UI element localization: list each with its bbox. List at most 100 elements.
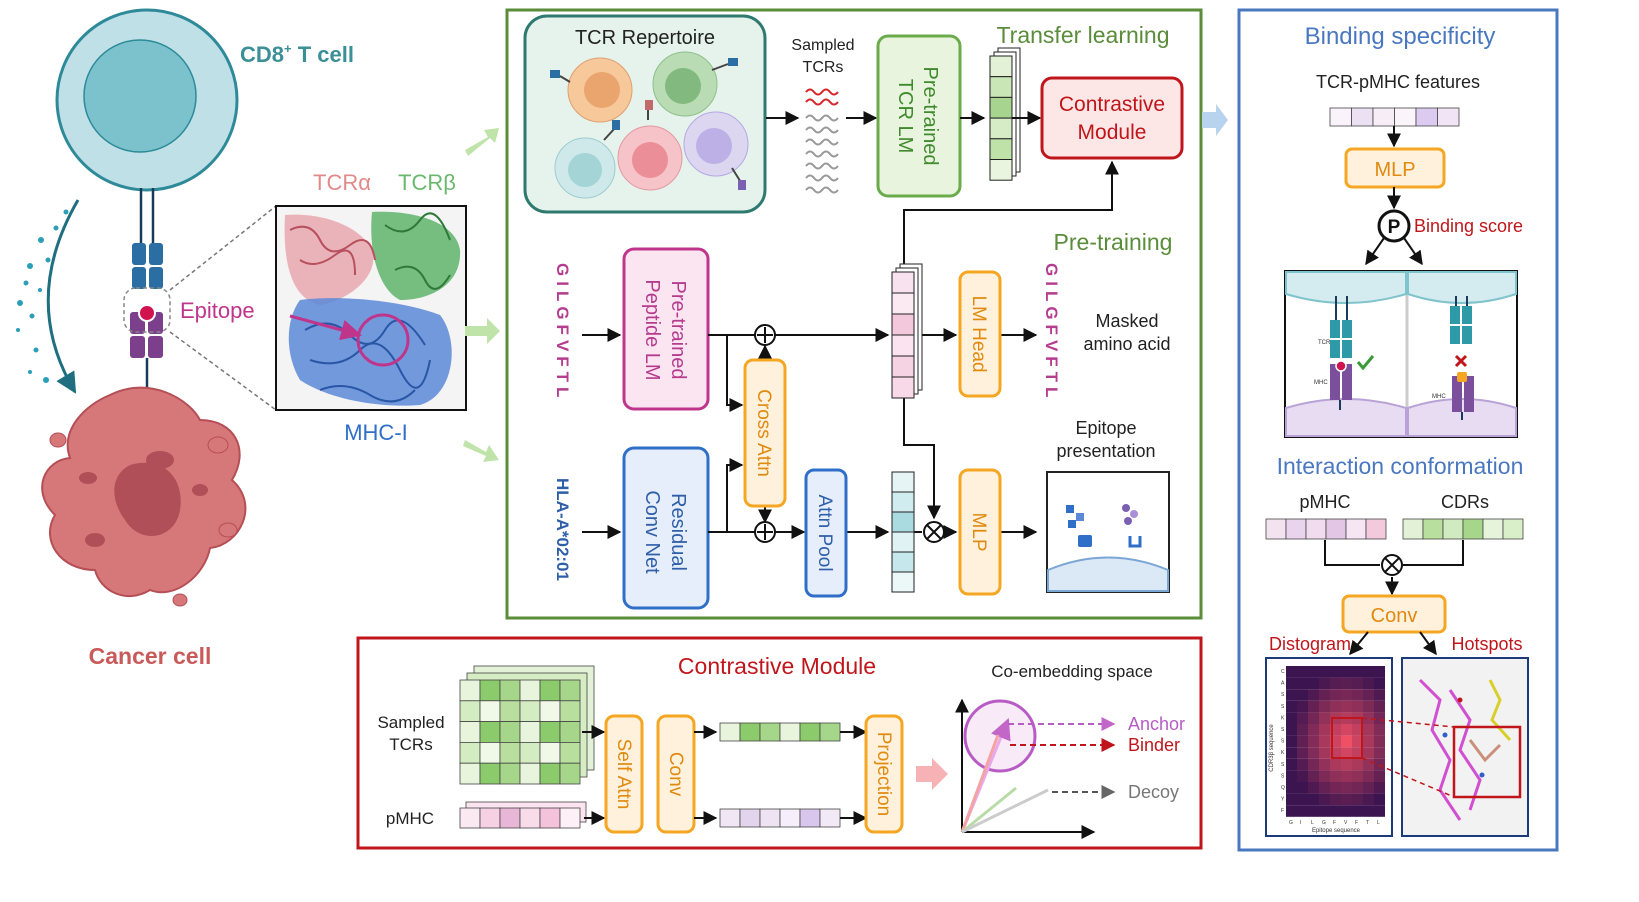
distogram-cell (1330, 782, 1341, 794)
cytokine-dots (16, 209, 69, 383)
add-symbols (754, 324, 945, 543)
projection-box: Projection (864, 714, 904, 834)
distogram-cell (1374, 689, 1385, 701)
features-vector (1329, 107, 1460, 127)
coembedding-plot (955, 698, 1116, 839)
pmhc-seq-stack (459, 801, 587, 829)
decoy-label: Decoy (1128, 782, 1179, 802)
distogram-cell (1341, 666, 1352, 678)
tcr-matrix-cell (499, 742, 521, 764)
probability-node (1377, 209, 1411, 243)
distogram-cell (1363, 677, 1374, 690)
distogram-cell (1308, 724, 1319, 736)
contrastive-conv-label: Conv (665, 752, 686, 797)
attack-arrow (46, 199, 80, 394)
coembed-title: Co-embedding space (991, 662, 1153, 681)
distogram-cell (1374, 770, 1385, 782)
mhc-small-label-2: MHC (1432, 394, 1446, 400)
tcr-matrix-cell (519, 679, 541, 702)
anchor-label: Anchor (1128, 714, 1185, 734)
mhc-small-label: MHC (1314, 380, 1328, 386)
cdr-tick-label: S (1281, 773, 1285, 779)
distogram-cell (1319, 805, 1330, 817)
distogram-cell (1297, 724, 1308, 736)
distogram-cell (1330, 793, 1341, 806)
distogram-cell (1297, 735, 1308, 748)
pmhc-seq-cell (499, 807, 521, 829)
distogram-cell (1374, 758, 1385, 771)
binding-mlp-label: MLP (1374, 159, 1415, 181)
lm-head-label: LM Head (968, 295, 989, 372)
right-panel: Binding specificity TCR-pMHC features ML… (1237, 8, 1559, 852)
epitope-presentation-line2: presentation (1056, 441, 1155, 461)
pmhc-vector-cell (759, 808, 781, 828)
distogram-cell (1374, 724, 1385, 736)
distogram-cell (1374, 700, 1385, 713)
distogram-cell (1308, 758, 1319, 771)
distogram-cell (1341, 689, 1352, 701)
distogram-cell (1352, 747, 1363, 759)
distogram-cell (1319, 758, 1330, 771)
pmhc-vector-right-cell (1265, 518, 1287, 540)
distogram-cell (1363, 724, 1374, 736)
distogram-cell (1374, 747, 1385, 759)
mlp-main-label: MLP (968, 512, 989, 551)
distogram-cell (1297, 689, 1308, 701)
distogram-cell (1308, 793, 1319, 806)
peptide-lm-box: Pre-trained Peptide LM (622, 247, 710, 411)
epitope-tick-label: V (1344, 820, 1348, 826)
pmhc-vector-cell (719, 808, 741, 828)
pmhc-seq-cell (559, 807, 581, 829)
distogram-cell (1308, 677, 1319, 690)
projection-label: Projection (873, 732, 894, 817)
distogram-cell (1286, 700, 1297, 713)
hla-embedding (891, 471, 915, 593)
distogram-cell (1374, 793, 1385, 806)
p-symbol: P (1388, 217, 1401, 238)
distogram-cell (1297, 747, 1308, 759)
distogram-cell (1363, 735, 1374, 748)
connections (708, 160, 1119, 539)
pretraining-title: Pre-training (1054, 229, 1173, 255)
distogram-cell (1341, 747, 1352, 759)
distogram-cell (1341, 793, 1352, 806)
distogram-cell (1308, 712, 1319, 724)
distogram-cell (1319, 700, 1330, 713)
distogram-cell (1341, 677, 1352, 690)
distogram-cell (1330, 735, 1341, 748)
distogram-cell (1319, 677, 1330, 690)
distogram-cell (1363, 700, 1374, 713)
contrastive-conv-box: Conv (656, 714, 696, 834)
distogram-cell (1341, 782, 1352, 794)
distogram-cell (1319, 712, 1330, 724)
distogram-cell (1374, 712, 1385, 724)
tcr-matrix-cell (539, 762, 561, 785)
contrastive-sampled-line2: TCRs (389, 735, 432, 754)
distogram-cell (1319, 666, 1330, 678)
cdrs-vector (1402, 518, 1524, 540)
distogram-cell (1341, 805, 1352, 817)
cdr-tick-label: S (1281, 692, 1285, 698)
flow-arrows (463, 128, 500, 462)
epitope-tick-label: T (1366, 820, 1369, 826)
tcr-matrix-cell (519, 700, 541, 722)
distogram-cell (1319, 782, 1330, 794)
distogram-cell (1286, 677, 1297, 690)
cdrs-vector-cell (1502, 518, 1524, 540)
distogram-cell (1374, 805, 1385, 817)
pmhc-vector-cell (819, 808, 841, 828)
tcr-vector-cell (739, 722, 761, 742)
masked-line2: amino acid (1083, 334, 1170, 354)
to-binding-arrow (1202, 104, 1228, 136)
features-vector-cell (1415, 107, 1438, 127)
cross-attn-label: Cross Attn (753, 389, 774, 477)
distogram-cell (1286, 747, 1297, 759)
epitope-presentation-box (1046, 471, 1170, 593)
tcr-matrix-cell (519, 762, 541, 785)
features-vector-cell (1437, 107, 1460, 127)
distogram-cell (1308, 700, 1319, 713)
cdr-tick-label: F (1281, 808, 1284, 814)
outer-product-connections (1324, 540, 1464, 596)
features-vector-cell (1372, 107, 1395, 127)
